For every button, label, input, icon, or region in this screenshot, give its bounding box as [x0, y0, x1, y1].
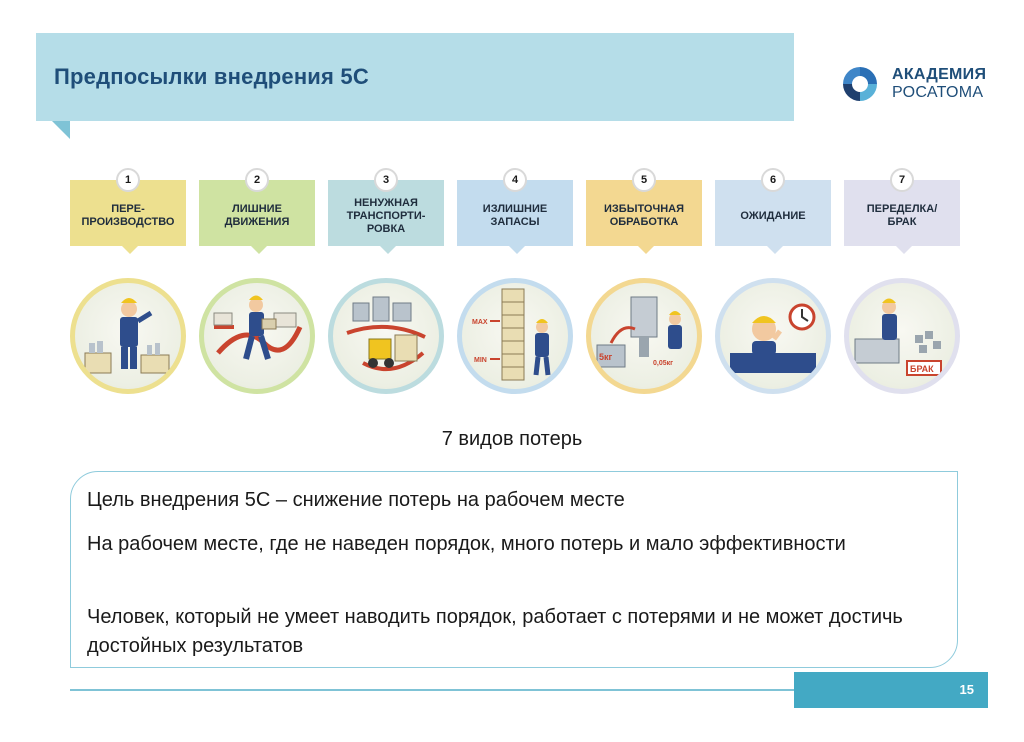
logo-text-line1: АКАДЕМИЯ — [892, 66, 987, 83]
waste-number-badge: 3 — [374, 168, 398, 192]
waste-label: ИЗБЫТОЧНАЯ ОБРАБОТКА — [586, 180, 702, 254]
waste-label: ЛИШНИЕ ДВИЖЕНИЯ — [199, 180, 315, 254]
waste-item-overprocessing: ИЗБЫТОЧНАЯ ОБРАБОТКА 5 5кг 0,05кг — [584, 168, 704, 398]
waste-item-inventory: ИЗЛИШНИЕ ЗАПАСЫ 4 MAX MIN — [455, 168, 575, 398]
defects-illustration: БРАК — [844, 278, 960, 394]
overprocessing-illustration: 5кг 0,05кг — [586, 278, 702, 394]
waste-number-badge: 4 — [503, 168, 527, 192]
max-label: MAX — [472, 319, 488, 326]
waiting-illustration — [715, 278, 831, 394]
weight-005kg-label: 0,05кг — [653, 360, 673, 367]
min-label: MIN — [474, 357, 487, 364]
seven-wastes-row: ПЕРЕ- ПРОИЗВОДСТВО 1 ЛИШНИЕ ДВИЖЕНИЯ 2 — [68, 168, 968, 398]
waste-number-badge: 2 — [245, 168, 269, 192]
waste-item-extra-motion: ЛИШНИЕ ДВИЖЕНИЯ 2 — [197, 168, 317, 398]
waste-label-text: ПЕРЕДЕЛКА/ БРАК — [866, 203, 938, 228]
waste-label-text: НЕНУЖНАЯ ТРАНСПОРТИ- РОВКА — [346, 196, 426, 235]
waste-label: НЕНУЖНАЯ ТРАНСПОРТИ- РОВКА — [328, 180, 444, 254]
waste-label-text: ПЕРЕ- ПРОИЗВОДСТВО — [81, 203, 175, 228]
waste-number-badge: 7 — [890, 168, 914, 192]
goal-text-box: Цель внедрения 5С – снижение потерь на р… — [70, 471, 958, 668]
waste-item-transport: НЕНУЖНАЯ ТРАНСПОРТИ- РОВКА 3 — [326, 168, 446, 398]
title-band-fold — [52, 121, 70, 139]
seven-wastes-caption: 7 видов потерь — [441, 428, 583, 450]
extra-motion-illustration — [199, 278, 315, 394]
body-paragraph: Цель внедрения 5С – снижение потерь на р… — [87, 489, 625, 511]
waste-item-defects: ПЕРЕДЕЛКА/ БРАК 7 БРАК — [842, 168, 962, 398]
overproduction-illustration — [70, 278, 186, 394]
transport-illustration — [328, 278, 444, 394]
page-number-box: 15 — [794, 672, 988, 708]
body-paragraph: На рабочем месте, где не наведен порядок… — [87, 533, 846, 555]
inventory-illustration: MAX MIN — [457, 278, 573, 394]
waste-label-text: ОЖИДАНИЕ — [740, 209, 806, 222]
waste-number-badge: 1 — [116, 168, 140, 192]
waste-label-text: ИЗЛИШНИЕ ЗАПАСЫ — [482, 203, 548, 228]
waste-number-badge: 6 — [761, 168, 785, 192]
brak-label: БРАК — [910, 364, 934, 374]
waste-number-badge: 5 — [632, 168, 656, 192]
title-band — [36, 33, 794, 121]
rosatom-logo-icon — [843, 67, 877, 101]
waste-label-text: ИЗБЫТОЧНАЯ ОБРАБОТКА — [604, 203, 684, 228]
weight-5kg-label: 5кг — [599, 352, 613, 362]
slide-title: Предпосылки внедрения 5С — [54, 64, 369, 89]
academy-rosatom-logo: АКАДЕМИЯ РОСАТОМА — [840, 64, 1000, 104]
waste-label-text: ЛИШНИЕ ДВИЖЕНИЯ — [224, 203, 290, 228]
body-paragraph: Человек, который не умеет наводить поряд… — [87, 606, 903, 657]
logo-text-line2: РОСАТОМА — [892, 84, 984, 101]
waste-item-waiting: ОЖИДАНИЕ 6 — [713, 168, 833, 398]
page-number: 15 — [959, 682, 974, 697]
waste-item-overproduction: ПЕРЕ- ПРОИЗВОДСТВО 1 — [68, 168, 188, 398]
footer-divider — [70, 689, 794, 691]
